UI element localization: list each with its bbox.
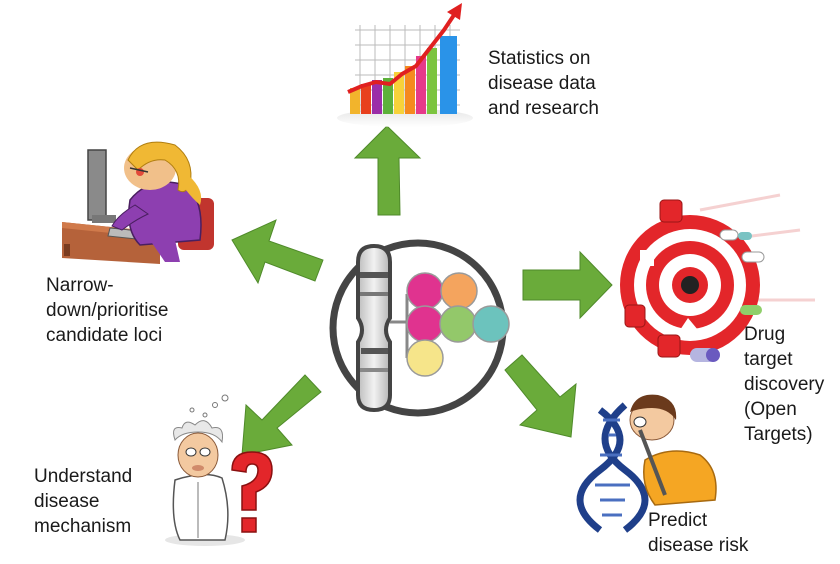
label-statistics-line2: disease data: [488, 73, 596, 94]
arrow-down-left: [241, 374, 322, 456]
drug-target-icon: [620, 193, 815, 362]
label-statistics: Statistics on disease data and research: [488, 46, 599, 121]
dna-helix-icon: [576, 394, 717, 533]
circle-pink-top: [406, 272, 444, 310]
label-drug-line1: Drug: [744, 324, 786, 345]
label-drug-line4: (Open: [744, 399, 797, 420]
label-drug: Drug target discovery (Open Targets): [744, 322, 824, 447]
label-statistics-line3: and research: [488, 98, 599, 119]
label-understand: Understand disease mechanism: [34, 464, 132, 539]
label-understand-line1: Understand: [34, 466, 133, 487]
circle-green: [439, 305, 477, 343]
label-narrow-line2: down/prioritise: [46, 300, 169, 321]
gwas-chromosome-icon: [329, 239, 510, 417]
arrow-up: [353, 125, 422, 216]
label-drug-line3: discovery: [744, 374, 825, 395]
label-predict-line2: disease risk: [648, 535, 749, 556]
circle-orange: [440, 272, 478, 310]
arrow-up-left: [231, 219, 324, 285]
arrow-right: [522, 250, 613, 320]
label-statistics-line1: Statistics on: [488, 48, 591, 69]
arrow-down-right: [504, 354, 577, 438]
label-narrow: Narrow- down/prioritise candidate loci: [46, 273, 169, 348]
computer-user-icon: [62, 141, 214, 264]
scientist-question-icon: [165, 394, 273, 546]
circle-teal: [472, 305, 510, 343]
label-narrow-line3: candidate loci: [46, 325, 163, 346]
label-predict: Predict disease risk: [648, 508, 748, 558]
label-understand-line2: disease: [34, 491, 100, 512]
label-understand-line3: mechanism: [34, 516, 132, 537]
bar-chart-icon: [337, 3, 473, 127]
label-narrow-line1: Narrow-: [46, 275, 114, 296]
label-drug-line5: Targets): [744, 424, 813, 445]
label-predict-line1: Predict: [648, 510, 708, 531]
circle-yellow: [406, 339, 444, 377]
chromosome-icon: [356, 243, 392, 413]
label-drug-line2: target: [744, 349, 793, 370]
circle-pink-mid: [406, 305, 444, 343]
